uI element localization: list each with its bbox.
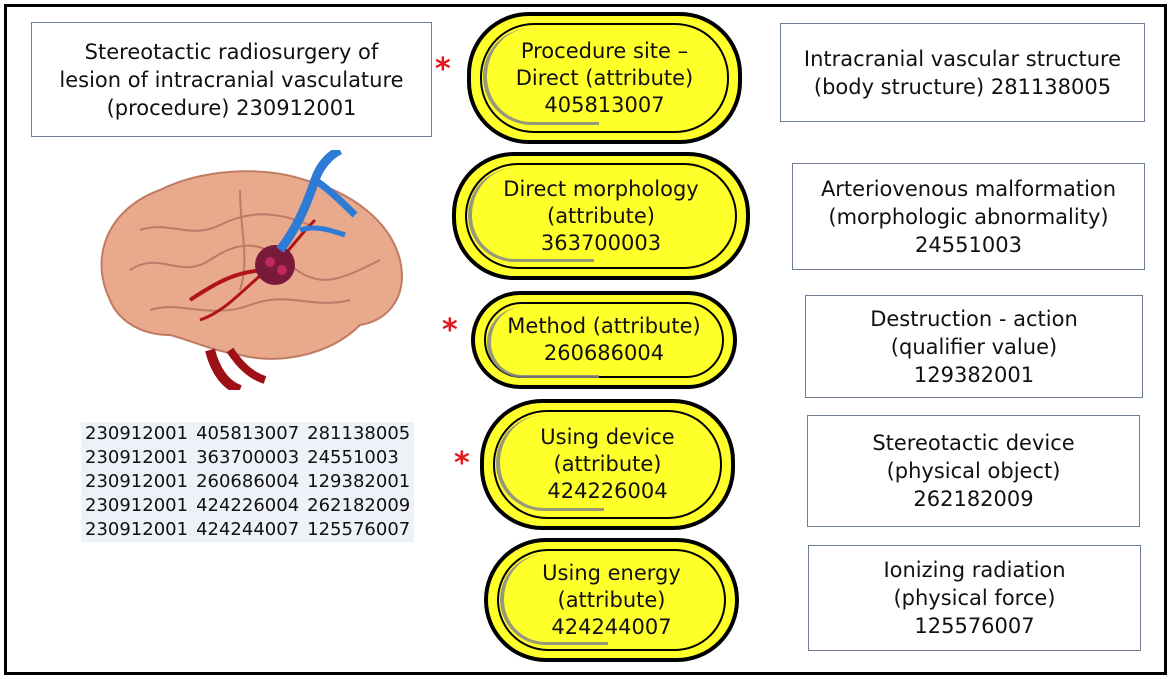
table-cell: 230912001 — [85, 423, 189, 444]
table-cell: 405813007 — [196, 423, 300, 444]
table-cell: 262182009 — [307, 495, 411, 516]
table-cell: 363700003 — [196, 447, 300, 468]
value-line: (qualifier value) — [890, 334, 1058, 359]
attribute-line: Procedure site – — [520, 38, 689, 63]
value-line: 129382001 — [913, 362, 1035, 387]
required-asterisk: * — [435, 52, 451, 87]
attribute-line: (attribute) — [547, 203, 655, 228]
value-line: Ionizing radiation — [883, 558, 1066, 582]
attribute-line: 363700003 — [540, 230, 662, 255]
value-line: (physical object) — [886, 459, 1061, 483]
concept-line: Stereotactic radiosurgery of — [84, 39, 379, 64]
attribute-line: Direct morphology — [503, 176, 699, 201]
value-line: 24551003 — [915, 232, 1022, 257]
value-line: Stereotactic device — [872, 431, 1075, 455]
table-cell: 125576007 — [307, 519, 411, 540]
value-line: (morphologic abnormality) — [828, 204, 1109, 229]
table-row: 230912001 424226004 262182009 — [81, 494, 414, 518]
table-cell: 24551003 — [307, 447, 399, 468]
table-cell: 129382001 — [307, 471, 411, 492]
value-box-physical-object: Stereotactic device (physical object) 26… — [807, 415, 1140, 527]
table-row: 230912001 363700003 24551003 — [81, 446, 414, 470]
value-line: 125576007 — [914, 614, 1035, 638]
concept-box: Stereotactic radiosurgery of lesion of i… — [31, 22, 432, 137]
attribute-using-energy: Using energy (attribute) 424244007 — [484, 538, 739, 662]
table-cell: 260686004 — [196, 471, 300, 492]
value-line: Arteriovenous malformation — [820, 176, 1117, 201]
table-cell: 230912001 — [85, 471, 189, 492]
attribute-line: 424244007 — [551, 614, 672, 639]
table-cell: 424226004 — [196, 495, 300, 516]
required-asterisk: * — [442, 313, 458, 348]
attribute-line: (attribute) — [557, 587, 666, 612]
table-row: 230912001 260686004 129382001 — [81, 470, 414, 494]
attribute-line: Direct (attribute) — [515, 65, 694, 90]
attribute-line: 424226004 — [547, 479, 668, 503]
value-box-physical-force: Ionizing radiation (physical force) 1255… — [808, 545, 1141, 651]
table-row: 230912001 405813007 281138005 — [81, 422, 414, 446]
concept-line: lesion of intracranial vasculature — [59, 67, 404, 92]
value-line: (physical force) — [893, 586, 1056, 610]
table-cell: 230912001 — [85, 447, 189, 468]
table-cell: 230912001 — [85, 495, 189, 516]
concept-line: (procedure) 230912001 — [106, 95, 357, 120]
relationship-table: 230912001 405813007 281138005 230912001 … — [81, 422, 415, 542]
attribute-line: Method (attribute) — [507, 314, 701, 338]
table-cell: 230912001 — [85, 519, 189, 540]
attribute-line: 260686004 — [543, 341, 665, 365]
attribute-line: 405813007 — [544, 92, 665, 117]
attribute-line: Using energy — [542, 560, 681, 585]
value-box-body-structure: Intracranial vascular structure (body st… — [780, 23, 1145, 122]
table-cell: 424244007 — [196, 519, 300, 540]
value-box-qualifier: Destruction - action (qualifier value) 1… — [805, 295, 1143, 398]
brain-illustration — [100, 150, 403, 390]
diagram-frame — [4, 4, 1167, 675]
attribute-using-device: Using device (attribute) 424226004 — [480, 399, 735, 530]
table-cell: 281138005 — [307, 423, 411, 444]
required-asterisk: * — [454, 446, 470, 481]
value-line: Destruction - action — [870, 306, 1078, 331]
value-line: (body structure) 281138005 — [813, 74, 1112, 99]
attribute-procedure-site-direct: Procedure site – Direct (attribute) 4058… — [467, 12, 742, 144]
attribute-method: Method (attribute) 260686004 — [471, 291, 737, 389]
attribute-line: (attribute) — [553, 452, 662, 476]
value-line: 262182009 — [913, 487, 1034, 511]
attribute-line: Using device — [540, 425, 675, 449]
value-line: Intracranial vascular structure — [803, 46, 1122, 71]
table-row: 230912001 424244007 125576007 — [81, 518, 414, 542]
attribute-direct-morphology: Direct morphology (attribute) 363700003 — [452, 152, 750, 280]
value-box-morphology: Arteriovenous malformation (morphologic … — [792, 163, 1145, 270]
